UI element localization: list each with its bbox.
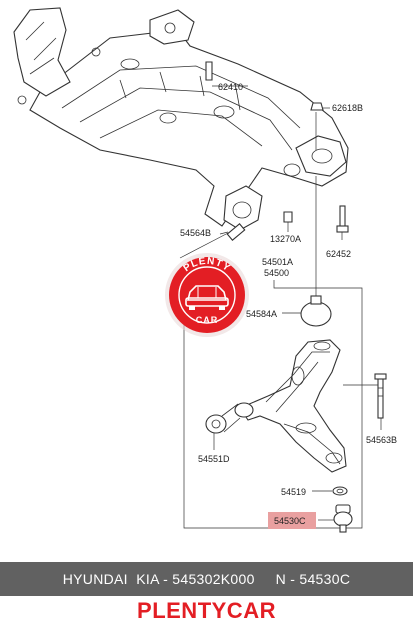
plentycar-watermark: PLENTY CAR — [165, 253, 249, 337]
label-54551d: 54551D — [198, 454, 230, 464]
assembly-box — [183, 280, 363, 529]
label-62410: 62410 — [218, 82, 243, 92]
ball-joint-54530c — [333, 504, 353, 533]
watermark-bottom-text: CAR — [196, 315, 219, 325]
label-54500: 54500 — [264, 268, 289, 278]
parts-diagram: 62410 62618B 54564B 13270A 62452 54501A … — [13, 7, 397, 533]
part-number-caption: HYUNDAI KIA - 545302K000 N - 54530C — [0, 562, 413, 596]
car-icon — [185, 285, 229, 310]
label-54519: 54519 — [281, 487, 306, 497]
label-54563b: 54563B — [366, 435, 397, 445]
highlight-box — [268, 512, 316, 529]
bushing-54564b — [226, 223, 246, 241]
lower-control-arm — [239, 339, 347, 473]
label-13270a: 13270A — [270, 234, 301, 244]
bushing-54551d — [205, 402, 254, 434]
label-62452: 62452 — [326, 249, 351, 259]
bushing-54584a — [300, 295, 332, 327]
label-54530c: 54530C — [274, 516, 306, 526]
bolt-62618b — [310, 102, 330, 111]
label-54501a: 54501A — [262, 257, 293, 267]
subframe-drawing — [13, 7, 349, 231]
nut-13270a — [283, 211, 293, 232]
caption-text: HYUNDAI KIA - 545302K000 N - 54530C — [62, 571, 351, 587]
brand-footer: PLENTYCAR — [137, 598, 276, 623]
label-62618b: 62618B — [332, 103, 363, 113]
bolt-54563b — [374, 373, 387, 419]
label-54584a: 54584A — [246, 309, 277, 319]
washer-54519 — [332, 486, 348, 496]
label-54564b: 54564B — [180, 228, 211, 238]
bolt-62452 — [336, 205, 349, 233]
